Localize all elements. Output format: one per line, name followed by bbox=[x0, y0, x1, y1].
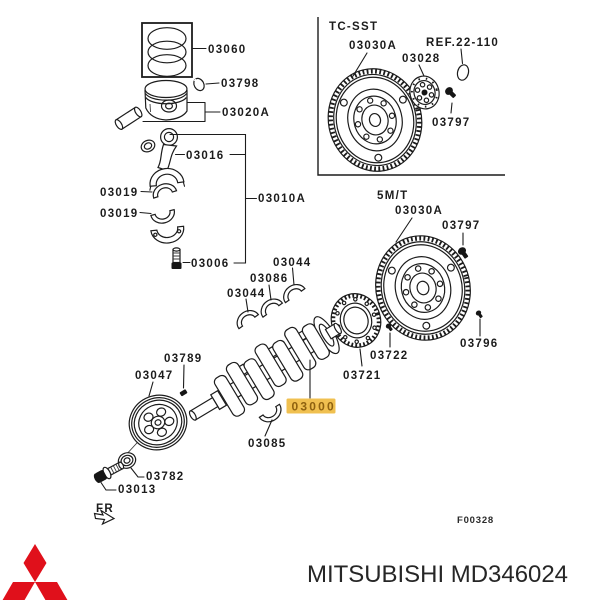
leader-03085 bbox=[264, 419, 273, 437]
leader-03030A-5mt bbox=[395, 217, 413, 243]
label-03798: 03798 bbox=[221, 78, 259, 90]
leader-03019a bbox=[140, 190, 153, 193]
leader-03030A-tcsst bbox=[352, 52, 368, 77]
leader-03782 bbox=[130, 467, 145, 478]
label-03044-upper: 03044 bbox=[273, 257, 311, 269]
highlight-03000-bg bbox=[286, 398, 336, 414]
section-label-tcsst: TC-SST bbox=[329, 21, 378, 33]
label-ref-22-110: REF.22-110 bbox=[426, 37, 499, 49]
label-03030A-5mt: 03030A bbox=[395, 205, 443, 217]
label-03085: 03085 bbox=[248, 438, 286, 450]
drive-plate-adapter-03028 bbox=[409, 75, 440, 110]
mitsubishi-logo bbox=[2, 544, 68, 600]
label-03797-5mt: 03797 bbox=[442, 220, 480, 232]
logo-diamond-left bbox=[2, 582, 35, 600]
label-03019-lower: 03019 bbox=[100, 208, 138, 220]
highlight-03000: 03000 bbox=[286, 398, 336, 414]
piston-pin bbox=[114, 106, 143, 130]
label-03028: 03028 bbox=[402, 53, 440, 65]
leader-03044-left bbox=[245, 298, 249, 313]
label-03013: 03013 bbox=[118, 484, 156, 496]
rod-bolt bbox=[171, 247, 182, 269]
piston bbox=[144, 79, 188, 121]
leader-03789 bbox=[182, 364, 185, 389]
fr-arrow bbox=[93, 508, 116, 526]
leader-03086 bbox=[268, 284, 272, 301]
leader-03798 bbox=[205, 82, 220, 85]
label-03006: 03006 bbox=[191, 258, 229, 270]
rod-cap bbox=[150, 225, 185, 244]
label-03060: 03060 bbox=[208, 44, 246, 56]
label-03047: 03047 bbox=[135, 370, 173, 382]
section-label-5mt: 5M/T bbox=[377, 190, 408, 202]
leader-ref bbox=[460, 48, 464, 65]
leader-03019b bbox=[139, 211, 152, 215]
logo-diamond-right bbox=[35, 582, 68, 600]
figure-code: F00328 bbox=[457, 515, 494, 526]
bracket-03020A bbox=[142, 101, 221, 123]
flywheel-5mt bbox=[375, 235, 471, 341]
bolt-03013 bbox=[93, 461, 125, 483]
crankshaft bbox=[188, 316, 342, 421]
leader-03013 bbox=[99, 480, 117, 491]
leader-03044-upper bbox=[291, 267, 295, 286]
label-03789: 03789 bbox=[164, 353, 202, 365]
logo-diamond-top bbox=[23, 544, 47, 582]
tcsst-box bbox=[317, 17, 505, 176]
label-03020A: 03020A bbox=[222, 107, 270, 119]
oring-ref bbox=[456, 64, 470, 81]
flywheel-tcsst bbox=[327, 68, 423, 172]
label-03016: 03016 bbox=[186, 150, 224, 162]
label-03010A: 03010A bbox=[258, 193, 306, 205]
label-03044-left: 03044 bbox=[227, 288, 265, 300]
leader-03028 bbox=[418, 64, 425, 77]
leader-03797-tcsst bbox=[450, 102, 453, 114]
label-03019-upper: 03019 bbox=[100, 187, 138, 199]
fr-label: FR bbox=[96, 503, 114, 515]
piston-ring-set bbox=[141, 22, 193, 78]
sensor-ring-03721 bbox=[330, 293, 382, 348]
label-03796: 03796 bbox=[460, 338, 498, 350]
label-03721: 03721 bbox=[343, 370, 381, 382]
label-03722: 03722 bbox=[370, 350, 408, 362]
label-03030A-tcsst: 03030A bbox=[349, 40, 397, 52]
label-03086: 03086 bbox=[250, 273, 288, 285]
connecting-rod bbox=[140, 128, 186, 191]
leader-03047 bbox=[148, 381, 154, 397]
brand-text: MITSUBISHI MD346024 bbox=[307, 561, 568, 588]
snap-ring bbox=[193, 77, 205, 92]
pulley-03047 bbox=[128, 394, 188, 451]
label-03782: 03782 bbox=[146, 471, 184, 483]
label-03797-tcsst: 03797 bbox=[432, 117, 470, 129]
key-03789 bbox=[179, 389, 188, 397]
leader-03721 bbox=[359, 348, 363, 367]
label-03000: 03000 bbox=[292, 400, 336, 414]
